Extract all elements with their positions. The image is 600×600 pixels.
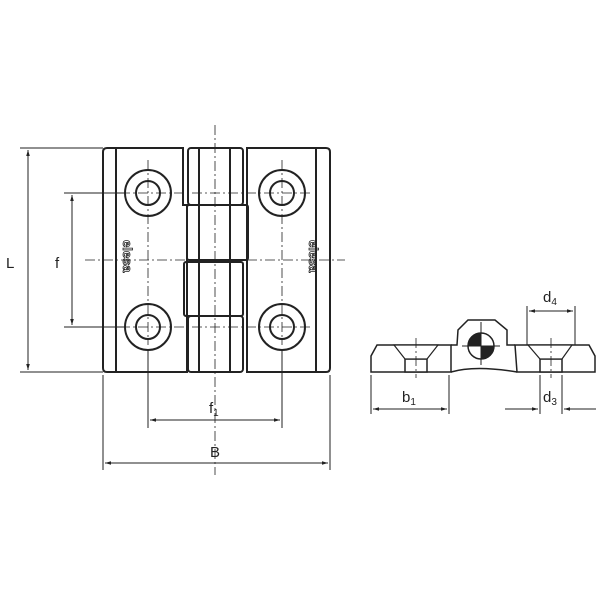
right-leaf-outline [246,147,331,373]
elesa-logo-left: elesa [120,240,135,273]
dimension-lines-side [370,306,596,414]
dimension-label-d4: d4 [543,289,557,308]
centerlines [85,125,345,475]
dimension-label-f1: f1 [209,400,219,419]
hinge-side-view [370,319,596,378]
dimension-label-L: L [6,255,14,272]
dimension-label-f: f [55,255,60,272]
knuckle-profile [450,319,518,373]
dimension-label-B: B [210,444,220,461]
pin-section-symbol [462,322,500,365]
right-plate-section [514,344,596,373]
left-leaf-outline [102,147,188,373]
elesa-logo-right: elesa [306,240,321,273]
dimension-label-d3: d3 [543,389,557,408]
dimension-label-b1: b1 [402,389,416,408]
hinge-front-view: elesa elesa [85,125,345,475]
dimension-lines-front [20,147,331,470]
